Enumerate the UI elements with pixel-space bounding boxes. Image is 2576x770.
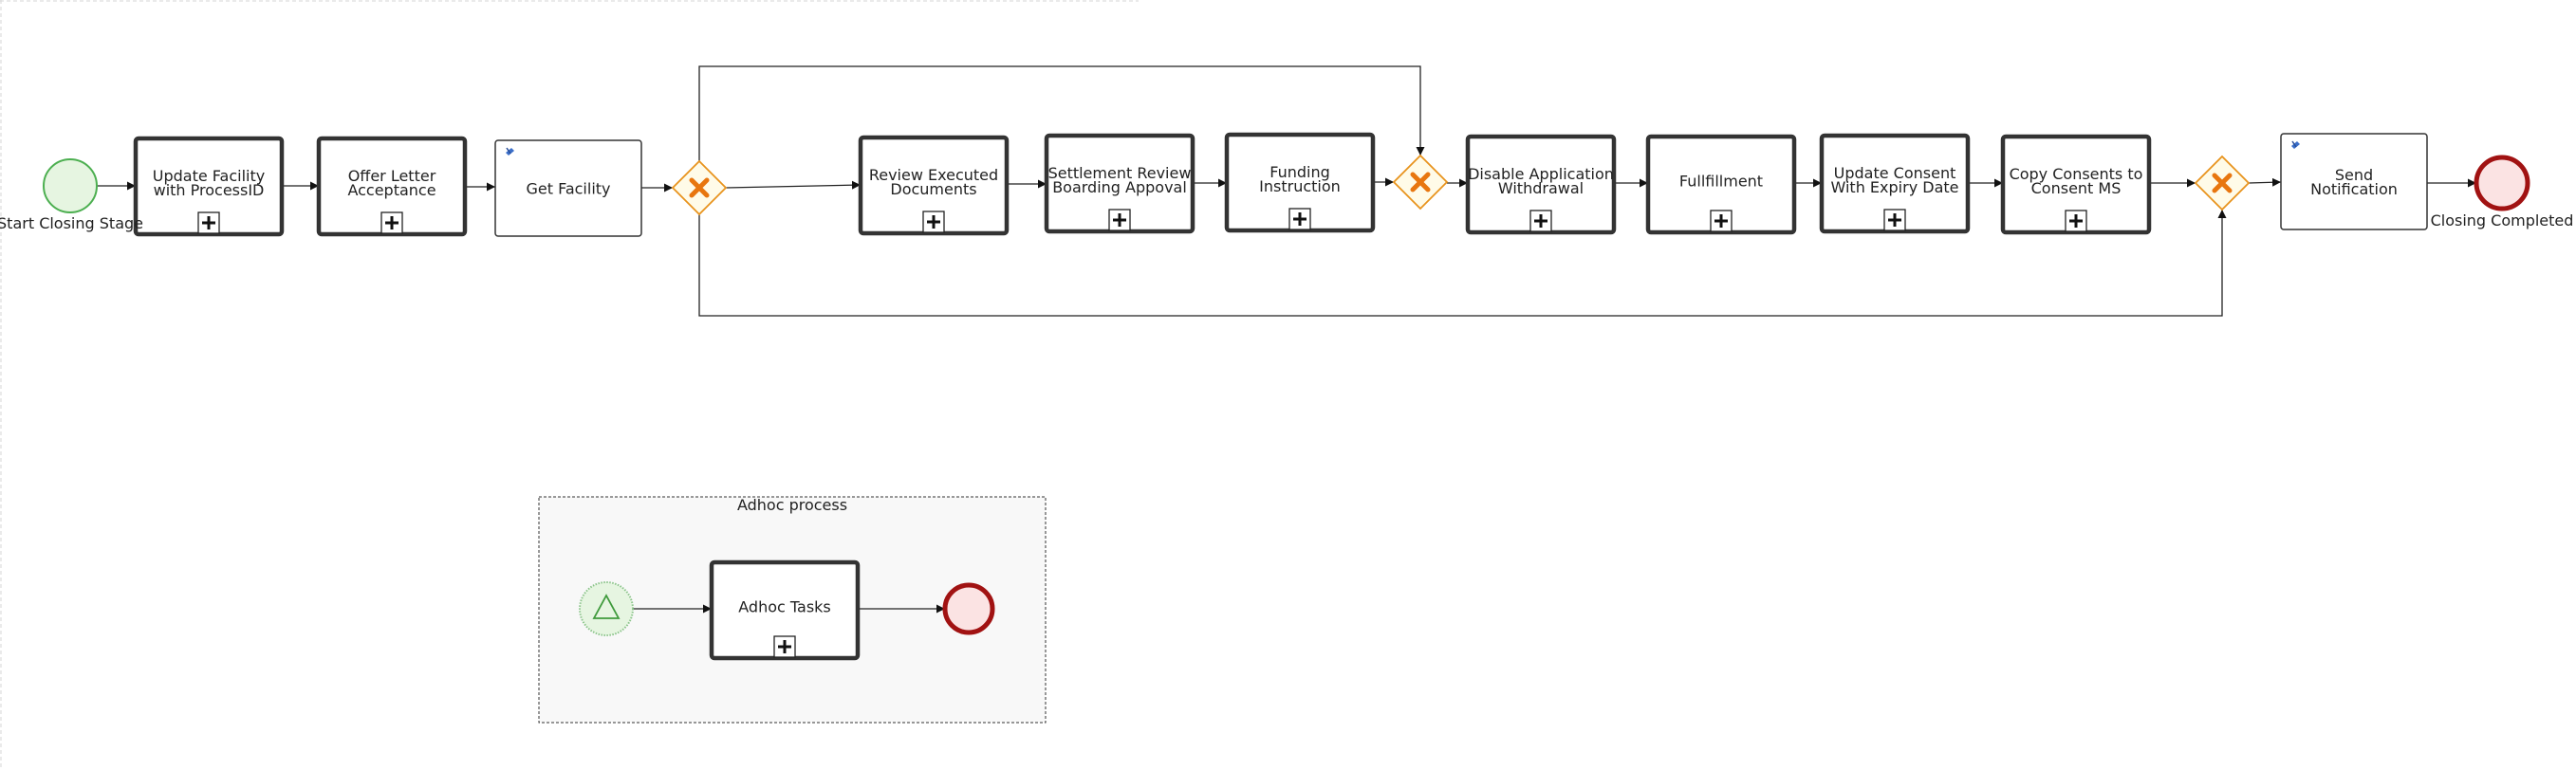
task-label: Fullfillment (1679, 173, 1763, 191)
signal-triangle-icon (592, 594, 621, 619)
adhoc-start-event[interactable] (579, 581, 634, 636)
task-label: Get Facility (526, 180, 610, 198)
task-label: Send (2335, 166, 2373, 184)
task-box (494, 139, 642, 237)
task-box (858, 135, 1010, 236)
task-box (2000, 134, 2152, 235)
task-label: Funding (1269, 163, 1330, 181)
sequence-flow[interactable] (698, 210, 2227, 317)
task-fullfillment[interactable]: Fullfillment (1645, 134, 1797, 235)
collapsed-subprocess-marker-icon[interactable] (1883, 209, 1906, 231)
collapsed-subprocess-marker-icon[interactable] (1108, 209, 1131, 231)
collapsed-subprocess-marker-icon[interactable] (197, 211, 220, 234)
service-task-icon (2291, 140, 2300, 149)
task-label: Offer Letter (348, 167, 436, 185)
service-task-icon (506, 147, 514, 156)
collapsed-subprocess-marker-icon[interactable] (1288, 208, 1311, 230)
task-label: Review Executed (869, 166, 998, 184)
task-adhoc-tasks[interactable]: Adhoc Tasks (709, 559, 861, 661)
task-label: Settlement Review (1048, 164, 1192, 182)
task-box (1465, 134, 1617, 235)
adhoc-pool-label: Adhoc process (737, 496, 847, 514)
end-event[interactable] (2474, 155, 2530, 211)
task-label: Update Consent (1834, 164, 1956, 182)
gateway-x-icon (1410, 172, 1431, 192)
exclusive-gateway[interactable] (2194, 155, 2251, 211)
task-box (2280, 133, 2428, 230)
gateway-x-icon (2212, 173, 2233, 193)
task-label: Notification (2310, 180, 2398, 198)
task-label: Consent MS (2031, 179, 2122, 197)
task-box (133, 136, 285, 237)
task-box (1224, 132, 1376, 233)
task-label: Withdrawal (1498, 179, 1584, 197)
collapsed-subprocess-marker-icon[interactable] (1529, 210, 1552, 232)
task-get-facility[interactable]: Get Facility (494, 139, 642, 237)
task-label: Copy Consents to (2010, 165, 2143, 183)
task-box (316, 136, 468, 237)
gateway-x-icon (689, 177, 710, 198)
task-label: Adhoc Tasks (738, 598, 831, 616)
task-label: with ProcessID (154, 181, 265, 199)
sequence-flows (97, 65, 2476, 614)
task-label: Documents (890, 180, 976, 198)
task-box (1819, 133, 1971, 234)
collapsed-subprocess-marker-icon[interactable] (1710, 210, 1733, 232)
sequence-flow[interactable] (725, 180, 862, 190)
collapsed-subprocess-marker-icon[interactable] (922, 211, 945, 233)
task-label: Boarding Appoval (1052, 178, 1187, 196)
adhoc-end-event[interactable] (942, 582, 995, 635)
task-label: With Expiry Date (1831, 178, 1959, 196)
collapsed-subprocess-marker-icon[interactable] (380, 211, 403, 234)
sequence-flow[interactable] (698, 65, 1425, 161)
start-event-label: Start Closing Stage (0, 214, 143, 232)
task-box (1044, 133, 1195, 234)
collapsed-subprocess-marker-icon[interactable] (773, 635, 796, 658)
exclusive-gateway[interactable] (671, 159, 728, 216)
start-event[interactable] (43, 158, 98, 213)
exclusive-gateway[interactable] (1392, 154, 1449, 211)
sequence-flow[interactable] (2248, 177, 2282, 187)
task-label: Instruction (1259, 177, 1341, 195)
task-box (1645, 134, 1797, 235)
task-box (709, 559, 861, 661)
task-label: Update Facility (153, 167, 265, 185)
collapsed-subprocess-marker-icon[interactable] (2065, 210, 2087, 232)
end-event-label: Closing Completed (2431, 211, 2574, 229)
task-label: Disable Application (1468, 165, 1614, 183)
task-label: Acceptance (347, 181, 436, 199)
